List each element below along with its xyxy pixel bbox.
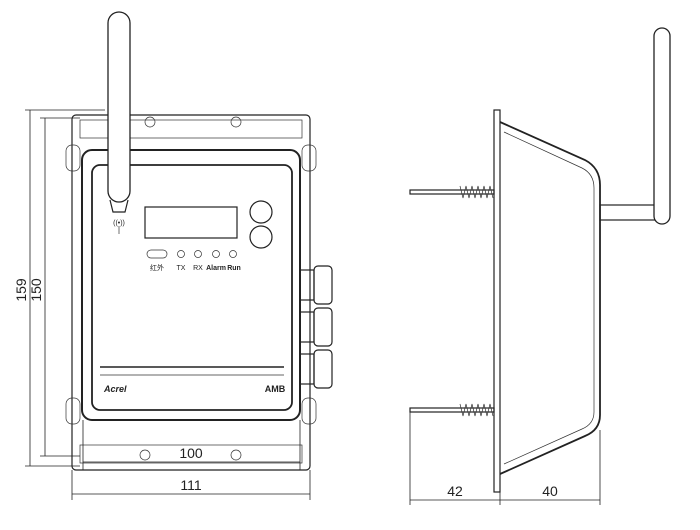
- side-view: 42 40: [409, 27, 671, 505]
- dim-111: 111: [180, 477, 201, 493]
- dim-159: 159: [13, 278, 29, 302]
- led-label-ir: 红外: [150, 263, 164, 272]
- antenna: ((•)): [107, 11, 131, 234]
- led-label-alarm: Alarm: [206, 265, 226, 272]
- dim-42: 42: [447, 483, 463, 499]
- side-mounting-plate: [493, 109, 501, 493]
- front-panel: [91, 164, 293, 411]
- button-up: [249, 200, 273, 224]
- led-label-rx: RX: [193, 265, 203, 272]
- mounting-plate: [71, 114, 311, 471]
- infrared-window: [146, 249, 168, 259]
- side-dimension-lines: [409, 412, 601, 505]
- side-enclosure: [499, 121, 601, 475]
- bottom-bracket: [79, 444, 303, 464]
- led-rx: [194, 250, 202, 258]
- led-label-run: Run: [227, 265, 241, 272]
- top-bracket: [79, 119, 303, 139]
- dim-100: 100: [179, 445, 203, 461]
- lcd-display: [144, 206, 238, 239]
- mounting-screw-top: [409, 189, 495, 195]
- dimension-lines: [25, 109, 311, 500]
- led-tx: [177, 250, 185, 258]
- led-run: [229, 250, 237, 258]
- dim-150: 150: [28, 278, 44, 302]
- mounting-screw-bottom: [409, 407, 495, 413]
- side-antenna: [599, 27, 671, 225]
- dim-40: 40: [542, 483, 558, 499]
- brand-logo: Acrel: [103, 384, 127, 394]
- button-down: [249, 225, 273, 249]
- signal-icon: ((•)): [113, 220, 125, 227]
- front-view: 红外 TX RX Alarm Run Acrel AMB ((•)): [13, 11, 333, 500]
- model-label: AMB: [265, 384, 286, 394]
- led-alarm: [212, 250, 220, 258]
- cable-glands: [299, 265, 333, 389]
- led-label-tx: TX: [177, 265, 186, 272]
